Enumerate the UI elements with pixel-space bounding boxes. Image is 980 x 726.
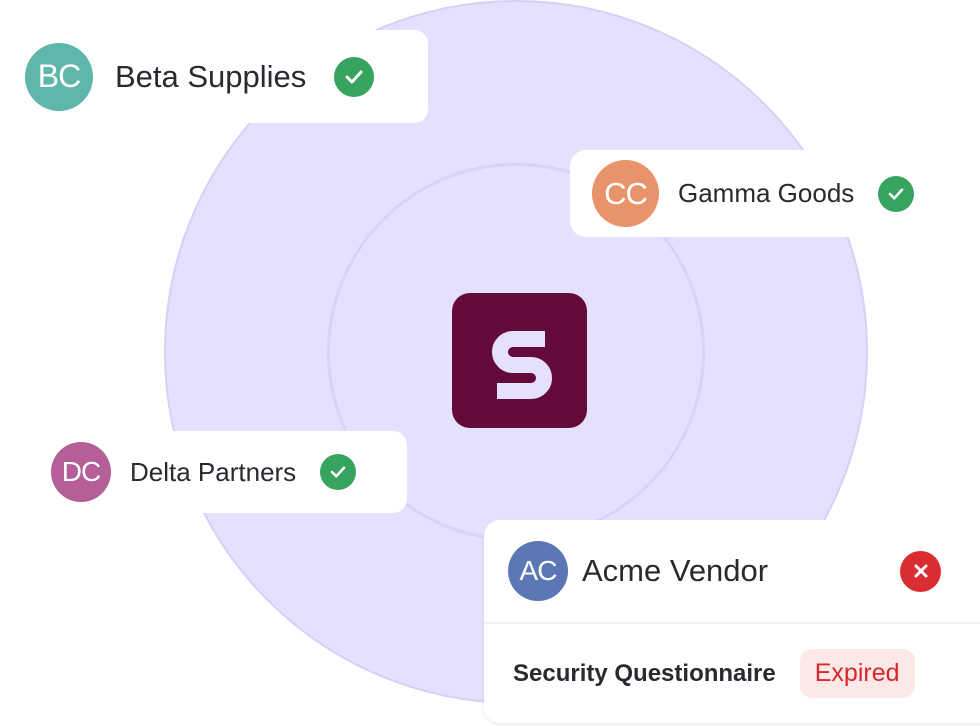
- vendor-card-delta-partners[interactable]: DC Delta Partners: [0, 431, 407, 513]
- avatar: BC: [25, 42, 93, 111]
- vendor-name: Acme Vendor: [582, 553, 769, 589]
- vendor-card-beta-supplies[interactable]: BC Beta Supplies: [0, 30, 428, 123]
- document-name: Security Questionnaire: [513, 659, 776, 687]
- document-row[interactable]: Security Questionnaire Expired: [484, 624, 980, 723]
- avatar: DC: [51, 442, 111, 502]
- x-circle-icon: [900, 550, 941, 592]
- avatar: CC: [592, 160, 659, 227]
- vendor-card-acme-vendor[interactable]: AC Acme Vendor Security Questionnaire Ex…: [484, 520, 980, 723]
- vendor-name: Gamma Goods: [678, 178, 855, 208]
- s-logo-icon: [491, 330, 552, 399]
- center-logo: [452, 293, 587, 428]
- vendor-card-header: AC Acme Vendor: [484, 520, 980, 625]
- check-circle-icon: [878, 175, 915, 212]
- check-circle-icon: [334, 56, 375, 97]
- vendor-name: Beta Supplies: [115, 58, 307, 94]
- vendor-name: Delta Partners: [130, 456, 297, 487]
- check-circle-icon: [320, 454, 357, 490]
- avatar: AC: [508, 541, 568, 602]
- vendor-card-gamma-goods[interactable]: CC Gamma Goods: [570, 150, 980, 237]
- status-badge: Expired: [799, 649, 915, 699]
